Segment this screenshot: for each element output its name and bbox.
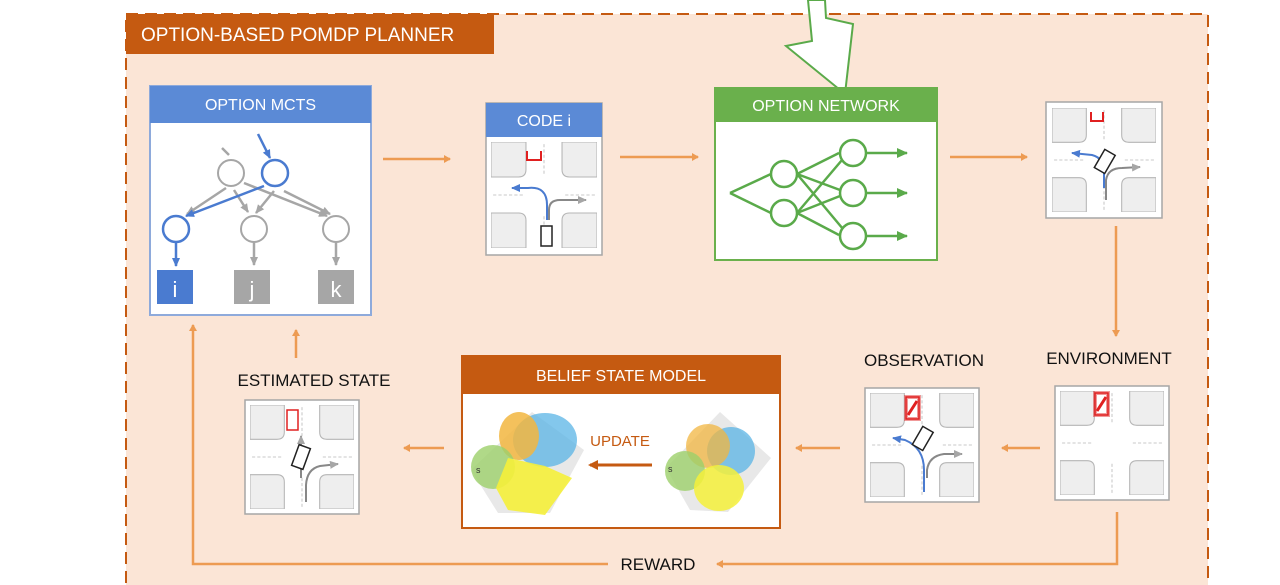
ego-car-icon (540, 225, 553, 247)
belief-distribution-updated: s (471, 412, 584, 515)
leaf-i (157, 270, 193, 304)
environment-label: ENVIRONMENT (1046, 349, 1172, 368)
environment-intersection (1054, 385, 1170, 501)
belief-s-right: s (668, 464, 673, 474)
observation-label: OBSERVATION (864, 351, 984, 370)
planner-title: OPTION-BASED POMDP PLANNER (141, 25, 454, 46)
update-label: UPDATE (590, 433, 650, 450)
reward-label: REWARD (621, 555, 696, 574)
action-intersection (1045, 101, 1163, 219)
leaf-j (234, 270, 270, 304)
leaf-i-label: i (173, 277, 178, 302)
belief-distribution-prior: s (665, 412, 771, 512)
belief-title: BELIEF STATE MODEL (536, 368, 706, 385)
neural-net-icon (729, 138, 908, 251)
network-title: OPTION NETWORK (752, 98, 900, 115)
leaf-k (318, 270, 354, 304)
search-tree: i j k (157, 133, 354, 304)
observation-intersection (864, 387, 980, 503)
option-network-box: OPTION NETWORK (714, 87, 938, 261)
belief-state-box: BELIEF STATE MODEL s UPDATE s (461, 355, 781, 529)
mcts-title: OPTION MCTS (205, 97, 316, 114)
code-box: CODE i (485, 102, 603, 256)
leaf-k-label: k (331, 277, 343, 302)
estimated-state-intersection (244, 399, 360, 515)
estimated-state-label: ESTIMATED STATE (237, 371, 390, 390)
input-arrow-icon (783, 0, 855, 96)
option-mcts-box: OPTION MCTS i j (149, 85, 372, 316)
code-title: CODE i (517, 113, 571, 130)
target-car-icon (526, 151, 542, 161)
leaf-j-label: j (249, 277, 255, 302)
belief-s-left: s (476, 465, 481, 475)
reward-loop: REWARD (189, 324, 1119, 574)
